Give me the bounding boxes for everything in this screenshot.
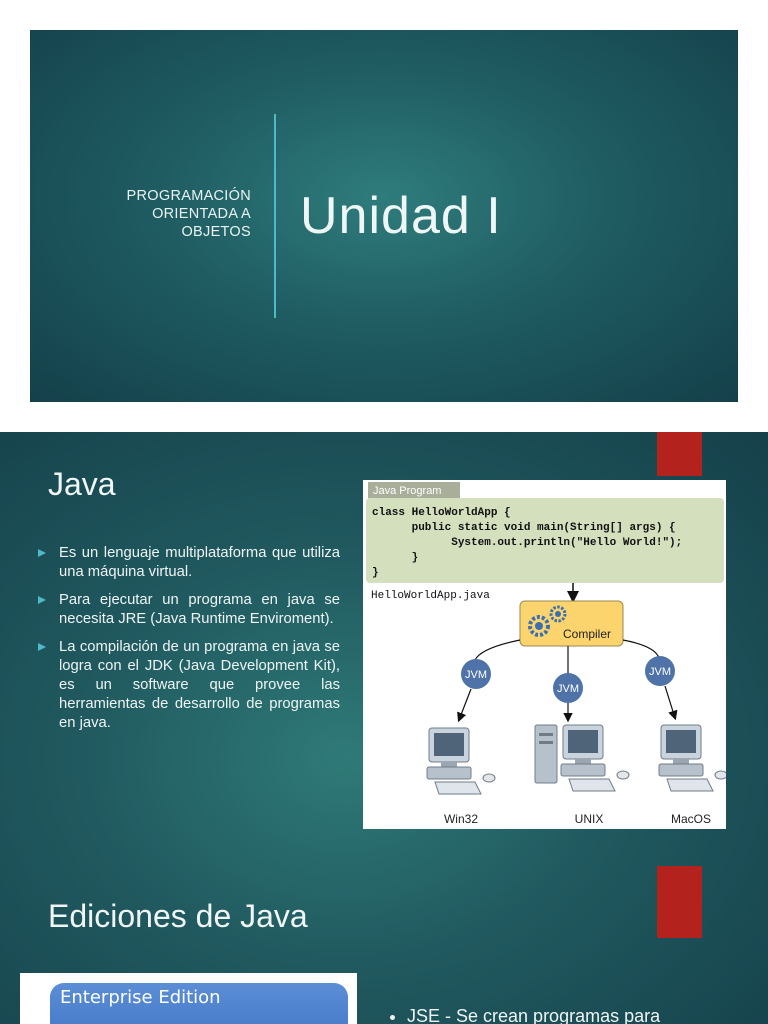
macos-computer-icon (658, 724, 728, 792)
code-block: class HelloWorldApp { public static void… (363, 480, 726, 579)
compiler-label: Compiler (563, 627, 611, 641)
platform-label: Win32 (444, 812, 478, 826)
gears-icon (528, 605, 567, 637)
subtitle-line-3: OBJETOS (181, 224, 251, 240)
list-item: La compilación de un programa en java se… (38, 638, 340, 733)
jvm-label: JVM (465, 669, 487, 681)
diagram-svg: Java Program class HelloWorldApp { publi… (363, 480, 728, 826)
triangle-bullet-icon (38, 596, 46, 604)
win32-computer-icon (426, 727, 496, 795)
code-line: } (372, 552, 418, 564)
content-slide: Java Es un lenguaje multiplataforma que … (0, 432, 768, 1024)
arrow-to-win32 (457, 688, 472, 723)
tab-label: Java Program (373, 485, 441, 497)
connector (622, 639, 660, 659)
title-slide: PROGRAMACIÓN ORIENTADA A OBJETOS Unidad … (30, 30, 738, 402)
jvm-label: JVM (557, 683, 579, 695)
filename-label: HelloWorldApp.java (371, 590, 490, 602)
compiler-box (519, 600, 624, 647)
subtitle-line-2: ORIENTADA A (152, 206, 251, 222)
bullet-text: La compilación de un programa en java se… (59, 639, 340, 731)
jse-text: JSE - Se crean programas para (407, 1006, 661, 1024)
dot-bullet-icon (390, 1014, 395, 1020)
code-line: System.out.println("Hello World!"); (372, 537, 682, 549)
jvm-badge-right (645, 656, 675, 686)
code-box (366, 498, 724, 583)
code-line: } (372, 567, 379, 579)
list-item: Para ejecutar un programa en java se nec… (38, 591, 340, 629)
bullet-text: Para ejecutar un programa en java se nec… (59, 592, 340, 627)
subtitle-line-1: PROGRAMACIÓN (126, 188, 251, 204)
list-item: Es un lenguaje multiplataforma que utili… (38, 544, 340, 582)
course-subtitle: PROGRAMACIÓN ORIENTADA A OBJETOS (51, 187, 251, 241)
bullet-text: Es un lenguaje multiplataforma que utili… (59, 545, 340, 580)
jvm-label: JVM (649, 666, 671, 678)
code-line: class HelloWorldApp { (372, 507, 511, 519)
red-accent-bar (657, 432, 702, 476)
java-title: Java (48, 466, 116, 502)
triangle-bullet-icon (38, 549, 46, 557)
enterprise-edition-panel (50, 983, 348, 1024)
vertical-divider (274, 114, 276, 318)
platform-label: MacOS (671, 812, 711, 826)
code-line: public static void main(String[] args) { (372, 522, 676, 534)
arrow-to-macos (664, 685, 678, 721)
slide-title: Unidad I (300, 187, 502, 245)
edition-card: Enterprise Edition (20, 973, 357, 1024)
editions-title: Ediciones de Java (48, 898, 308, 934)
jse-bullet: JSE - Se crean programas para (390, 1006, 660, 1024)
jvm-badge-center (553, 673, 583, 703)
java-program-tab (368, 482, 460, 498)
enterprise-edition-label: Enterprise Edition (60, 987, 221, 1008)
jvm-badge-left (461, 659, 491, 689)
platform-label: UNIX (575, 812, 604, 826)
bullet-list: Es un lenguaje multiplataforma que utili… (38, 544, 340, 742)
java-compile-diagram: Java Program class HelloWorldApp { publi… (363, 480, 728, 829)
connector (474, 639, 521, 661)
triangle-bullet-icon (38, 643, 46, 651)
red-accent-bar (657, 866, 702, 938)
unix-computer-icon (534, 724, 630, 792)
